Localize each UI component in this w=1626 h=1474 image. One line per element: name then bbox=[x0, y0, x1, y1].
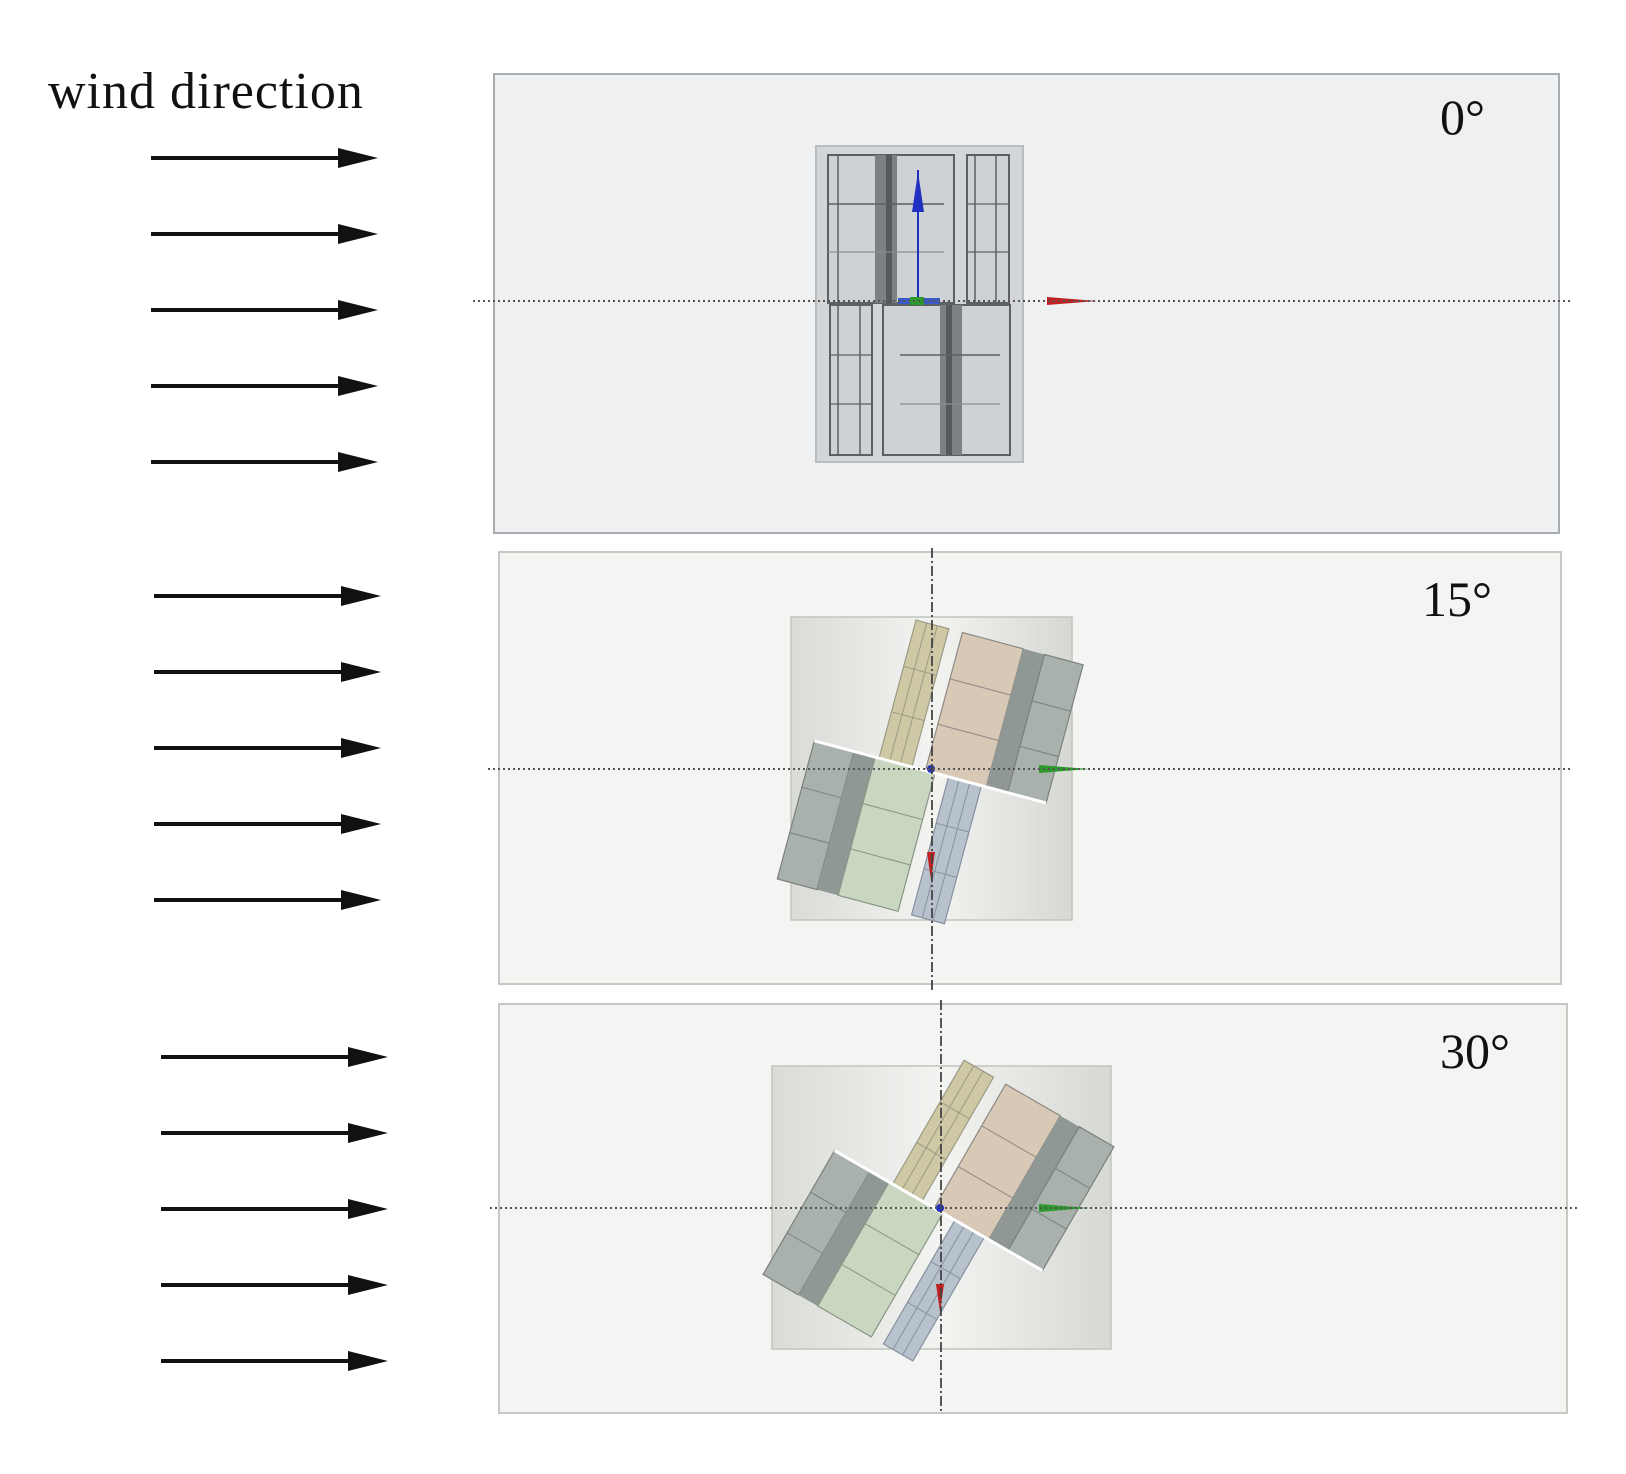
wind-arrow bbox=[161, 1351, 388, 1371]
wind-arrows-0 bbox=[151, 148, 378, 472]
model-0-deg bbox=[815, 145, 1097, 463]
wind-arrow bbox=[154, 738, 381, 758]
wind-arrow bbox=[154, 662, 381, 682]
vertical-axes bbox=[931, 548, 942, 1414]
wind-arrow bbox=[151, 300, 378, 320]
wind-arrows-15 bbox=[154, 586, 381, 910]
model-30-deg bbox=[762, 1059, 1115, 1362]
wind-arrow bbox=[154, 814, 381, 834]
wind-arrow bbox=[161, 1275, 388, 1295]
wind-arrow bbox=[161, 1199, 388, 1219]
angle-label-15: 15° bbox=[1422, 571, 1492, 627]
wind-arrow bbox=[161, 1123, 388, 1143]
angle-label-30: 30° bbox=[1440, 1023, 1510, 1079]
angle-label-0: 0° bbox=[1440, 89, 1485, 145]
wind-arrow bbox=[154, 890, 381, 910]
model-15-deg bbox=[776, 616, 1089, 925]
reference-axes bbox=[473, 300, 1578, 1209]
wind-arrow bbox=[151, 224, 378, 244]
wind-arrows-30 bbox=[161, 1047, 388, 1371]
panel-0-deg bbox=[493, 73, 1560, 534]
wind-arrow bbox=[161, 1047, 388, 1067]
wind-arrow bbox=[154, 586, 381, 606]
wind-arrow bbox=[151, 376, 378, 396]
wind-direction-label: wind direction bbox=[48, 63, 364, 120]
wind-arrow bbox=[151, 148, 378, 168]
wind-arrow bbox=[151, 452, 378, 472]
